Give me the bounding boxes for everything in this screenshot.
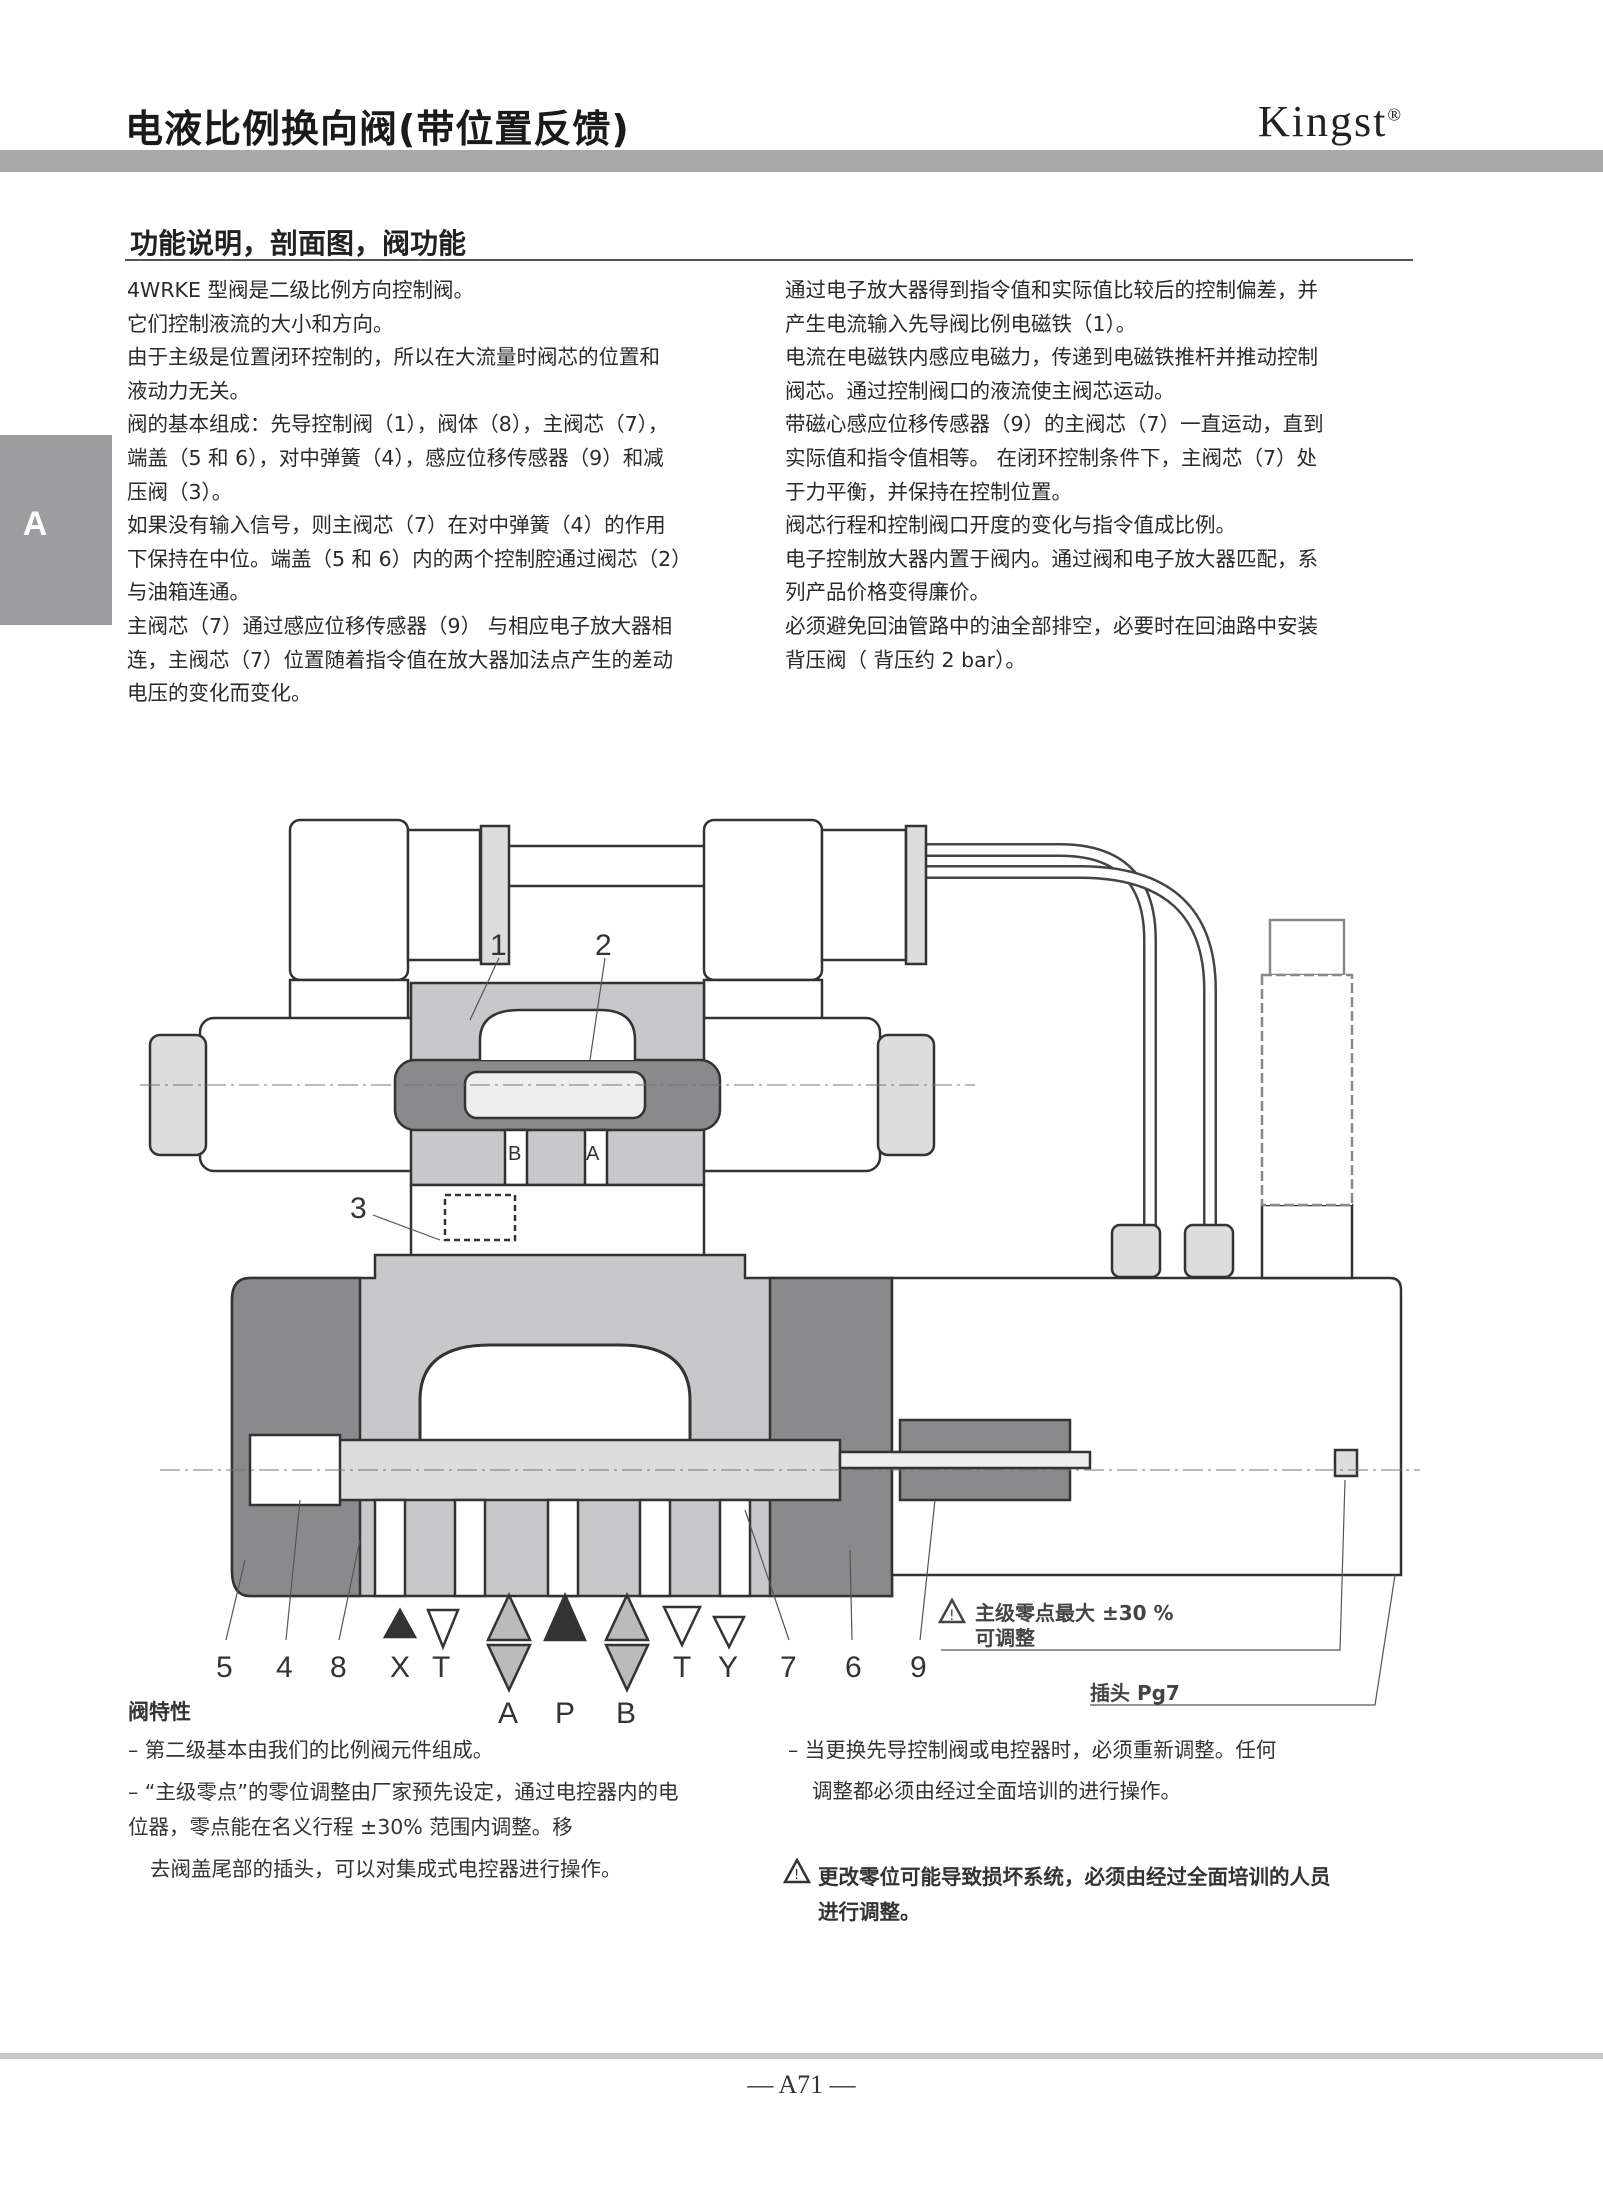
- cable-gland-2: [1183, 1223, 1235, 1279]
- end-cap-right: [768, 1276, 894, 1598]
- features-heading: 阀特性: [128, 1700, 191, 1724]
- section-divider: [125, 259, 1413, 261]
- feature-item: – “主级零点”的零位调整由厂家预先设定，通过电控器内的电: [128, 1780, 679, 1804]
- text-line: 列产品价格变得廉价。: [785, 580, 990, 605]
- port-p-symbol: [543, 1591, 587, 1642]
- svg-text:!: !: [794, 1868, 799, 1883]
- text-line: 连，主阀芯（7）位置随着指令值在放大器加法点产生的差动: [127, 647, 674, 672]
- port-t-symbol: [426, 1608, 460, 1651]
- text-line: 电压的变化而变化。: [127, 681, 312, 706]
- text-line: 压阀（3）。: [127, 479, 233, 504]
- warning-text-line1: 更改零位可能导致损坏系统，必须由经过全面培训的人员: [818, 1865, 1331, 1889]
- feature-item: 调整都必须由经过全面培训的进行操作。: [812, 1779, 1181, 1803]
- warning-text-line2: 进行调整。: [818, 1900, 921, 1924]
- text-line: 实际值和指令值相等。 在闭环控制条件下，主阀芯（7）处: [785, 445, 1318, 470]
- text-line: 液动力无关。: [127, 378, 250, 403]
- text-line: 它们控制液流的大小和方向。: [127, 311, 394, 336]
- feature-item: – 当更换先导控制阀或电控器时，必须重新调整。任何: [788, 1738, 1277, 1762]
- port-label-p: P: [555, 1697, 575, 1730]
- zero-note-line1: 主级零点最大 ±30 %: [975, 1601, 1174, 1625]
- label-t: T: [432, 1651, 450, 1684]
- valve-drawing: [140, 818, 1420, 1706]
- text-line: 必须避免回油管路中的油全部排空，必要时在回油路中安装: [785, 613, 1318, 638]
- callout-6: 6: [845, 1651, 862, 1684]
- text-line: 由于主级是位置闭环控制的，所以在大流量时阀芯的位置和: [127, 345, 660, 370]
- text-line: 阀芯行程和控制阀口开度的变化与指令值成比例。: [785, 513, 1236, 538]
- text-line: 阀芯。通过控制阀口的液流使主阀芯运动。: [785, 378, 1175, 403]
- cable-gland-1: [1110, 1223, 1162, 1279]
- text-line: 产生电流输入先导阀比例电磁铁（1）。: [785, 311, 1137, 336]
- text-line: 于力平衡，并保持在控制位置。: [785, 479, 1072, 504]
- solenoid-cap-right: [876, 1033, 936, 1157]
- connector-nut-right: [904, 824, 928, 966]
- port-mark-a: A: [586, 1143, 600, 1165]
- text-line: 下保持在中位。端盖（5 和 6）内的两个控制腔通过阀芯（2）: [127, 546, 692, 571]
- page-number: — A71 —: [747, 2070, 856, 2099]
- section-tab-label: A: [22, 505, 48, 543]
- solenoid-connector-left: [288, 818, 410, 982]
- plug-pg7: [1268, 918, 1346, 977]
- plug-base: [1260, 1203, 1354, 1280]
- text-line: 4WRKE 型阀是二级比例方向控制阀。: [127, 278, 474, 302]
- text-line: 主阀芯（7）通过感应位移传感器（9） 与相应电子放大器相: [127, 613, 673, 638]
- callout-2: 2: [595, 929, 612, 962]
- header-bar: [0, 150, 1603, 172]
- port-y-symbol: [711, 1615, 747, 1650]
- warning-icon: !: [783, 1858, 811, 1884]
- callout-8: 8: [330, 1651, 347, 1684]
- warning-icon: !: [937, 1597, 967, 1624]
- feature-item: 去阀盖尾部的插头，可以对集成式电控器进行操作。: [150, 1857, 622, 1881]
- port-b-symbol: [604, 1592, 650, 1642]
- connector-cable: [478, 844, 712, 888]
- text-line: 电子控制放大器内置于阀内。通过阀和电子放大器匹配，系: [785, 546, 1318, 571]
- section-tab: A: [0, 435, 112, 625]
- callout-9: 9: [910, 1651, 927, 1684]
- callout-3: 3: [350, 1192, 367, 1225]
- pressure-reducing-valve: [409, 1183, 706, 1259]
- description-right: 通过电子放大器得到指令值和实际值比较后的控制偏差，并 产生电流输入先导阀比例电磁…: [785, 274, 1410, 677]
- zero-note-line2: 可调整: [975, 1626, 1035, 1650]
- port-x-symbol: [382, 1607, 418, 1639]
- brand-name: Kingst: [1258, 97, 1388, 146]
- callout-4: 4: [276, 1651, 293, 1684]
- port-t2-symbol: [662, 1605, 702, 1648]
- leader-lines: [225, 957, 1396, 1706]
- solenoid-cap-left: [148, 1033, 208, 1157]
- registered-mark: ®: [1387, 104, 1404, 125]
- text-line: 带磁心感应位移传感器（9）的主阀芯（7）一直运动，直到: [785, 412, 1324, 437]
- text-line: 如果没有输入信号，则主阀芯（7）在对中弹簧（4）的作用: [127, 513, 666, 538]
- plug-note: 插头 Pg7: [1090, 1681, 1180, 1705]
- connector-nut-left: [479, 824, 511, 966]
- solenoid-connector-right: [702, 818, 824, 982]
- text-line: 端盖（5 和 6），对中弹簧（4），感应位移传感器（9）和减: [127, 445, 664, 470]
- text-line: 通过电子放大器得到指令值和实际值比较后的控制偏差，并: [785, 278, 1318, 302]
- footer-divider: [0, 2053, 1603, 2059]
- feature-item: – 第二级基本由我们的比例阀元件组成。: [128, 1738, 494, 1762]
- text-line: 背压阀（ 背压约 2 bar）。: [785, 647, 1026, 672]
- callout-1: 1: [490, 929, 507, 962]
- label-x: X: [390, 1651, 410, 1684]
- text-line: 电流在电磁铁内感应电磁力，传递到电磁铁推杆并推动控制: [785, 345, 1318, 370]
- callout-5: 5: [216, 1651, 233, 1684]
- section-heading: 功能说明，剖面图，阀功能: [130, 227, 467, 260]
- port-a-symbol: [486, 1592, 532, 1642]
- callout-7: 7: [780, 1651, 797, 1684]
- port-label-b: B: [616, 1697, 636, 1730]
- text-line: 阀的基本组成：先导控制阀（1），阀体（8），主阀芯（7），: [127, 412, 669, 437]
- label-t2: T: [673, 1651, 691, 1684]
- brand-logo: Kingst®: [1258, 96, 1403, 147]
- label-y: Y: [718, 1651, 738, 1684]
- page-title: 电液比例换向阀(带位置反馈): [125, 107, 630, 151]
- pilot-spool: [463, 1070, 647, 1120]
- port-mark-b: B: [508, 1143, 521, 1165]
- svg-text:!: !: [949, 1608, 955, 1624]
- port-label-a: A: [498, 1697, 518, 1730]
- description-left: 4WRKE 型阀是二级比例方向控制阀。 它们控制液流的大小和方向。 由于主级是位…: [127, 274, 752, 711]
- text-line: 与油箱连通。: [127, 580, 250, 605]
- feature-item: 位器，零点能在名义行程 ±30% 范围内调整。移: [128, 1815, 573, 1839]
